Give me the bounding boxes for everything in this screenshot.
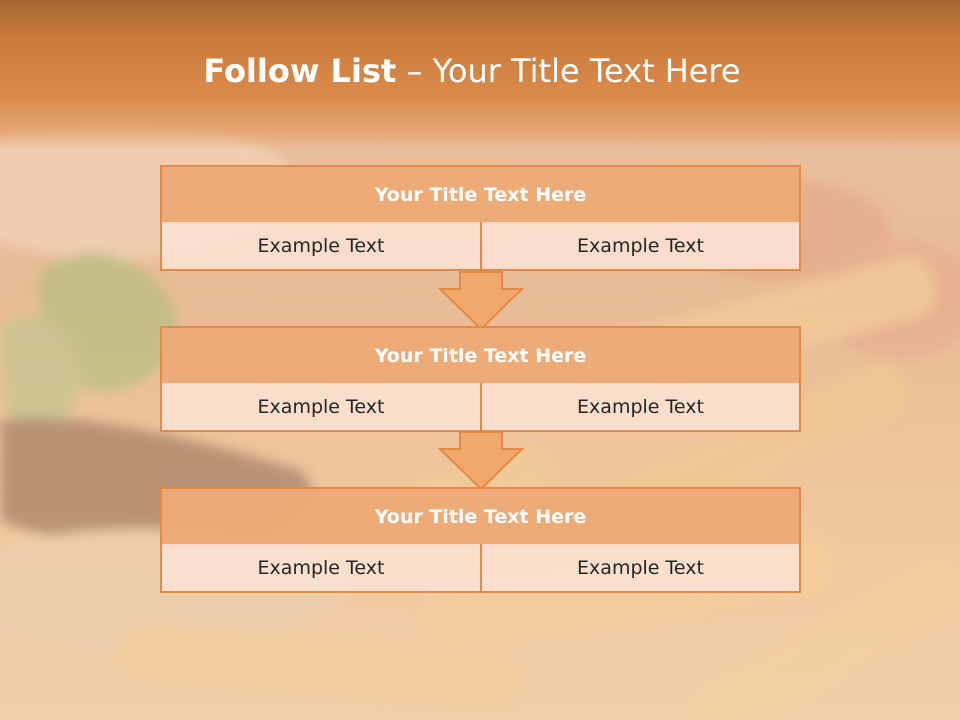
down-arrow-icon: [438, 431, 524, 491]
block-left-cell: Example Text: [160, 383, 482, 432]
block-right-cell: Example Text: [480, 544, 801, 593]
block-left-cell: Example Text: [160, 222, 482, 271]
title-band: [0, 0, 960, 150]
slide-title-bold: Follow List: [203, 52, 397, 90]
block-title: Your Title Text Here: [160, 165, 801, 224]
block-left-cell: Example Text: [160, 544, 482, 593]
slide-title: Follow List – Your Title Text Here: [0, 52, 944, 90]
block-title: Your Title Text Here: [160, 487, 801, 546]
down-arrow-icon: [438, 271, 524, 331]
block-right-cell: Example Text: [480, 222, 801, 271]
block-right-cell: Example Text: [480, 383, 801, 432]
slide-title-rest: – Your Title Text Here: [396, 52, 741, 90]
block-title: Your Title Text Here: [160, 326, 801, 385]
